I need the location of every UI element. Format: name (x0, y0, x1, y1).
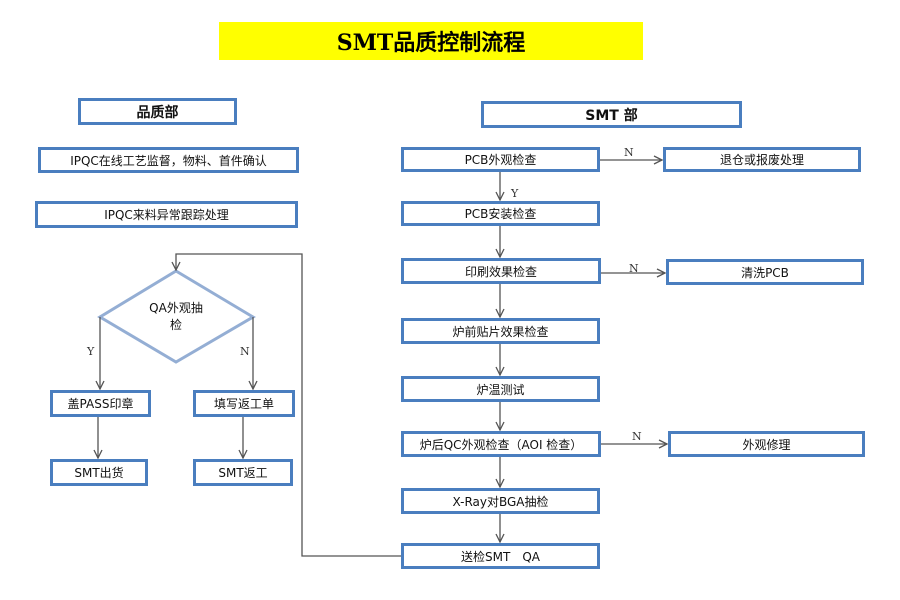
decision-label: QA外观抽检 (136, 300, 216, 334)
step-aoi: 炉后QC外观检查（AOI 检查） (401, 431, 601, 457)
step-pcb-visual: PCB外观检查 (401, 147, 600, 172)
no-label: N (629, 262, 639, 275)
pass-stamp-box: 盖PASS印章 (50, 390, 151, 417)
step-pre-reflow: 炉前贴片效果检查 (401, 318, 600, 344)
loop-arrow (176, 253, 401, 557)
page-title: SMT品质控制流程 (219, 22, 643, 60)
step-send-qa: 送检SMT QA (401, 543, 600, 569)
yes-label: Y (511, 187, 519, 200)
ipqc-inline-box: IPQC在线工艺监督，物料、首件确认 (38, 147, 299, 173)
ipqc-incoming-box: IPQC来料异常跟踪处理 (35, 201, 298, 228)
return-scrap-box: 退仓或报废处理 (663, 147, 861, 172)
rework-form-box: 填写返工单 (193, 390, 295, 417)
decision-line-1: QA外观抽 (149, 301, 203, 315)
step-oven-temp: 炉温测试 (401, 376, 600, 402)
quality-dept-header: 品质部 (78, 98, 237, 125)
step-xray: X-Ray对BGA抽检 (401, 488, 600, 514)
step-print-check: 印刷效果检查 (401, 258, 601, 284)
no-label: N (240, 345, 250, 358)
no-label: N (632, 430, 642, 443)
smt-rework-box: SMT返工 (193, 459, 293, 486)
visual-repair-box: 外观修理 (668, 431, 865, 457)
decision-line-2: 检 (169, 318, 182, 332)
smt-dept-header: SMT 部 (481, 101, 742, 128)
no-label: N (624, 146, 634, 159)
yes-label: Y (87, 345, 95, 358)
smt-ship-box: SMT出货 (50, 459, 148, 486)
step-pcb-install: PCB安装检查 (401, 201, 600, 226)
decision-diamond (97, 269, 256, 364)
clean-pcb-box: 清洗PCB (666, 259, 864, 285)
